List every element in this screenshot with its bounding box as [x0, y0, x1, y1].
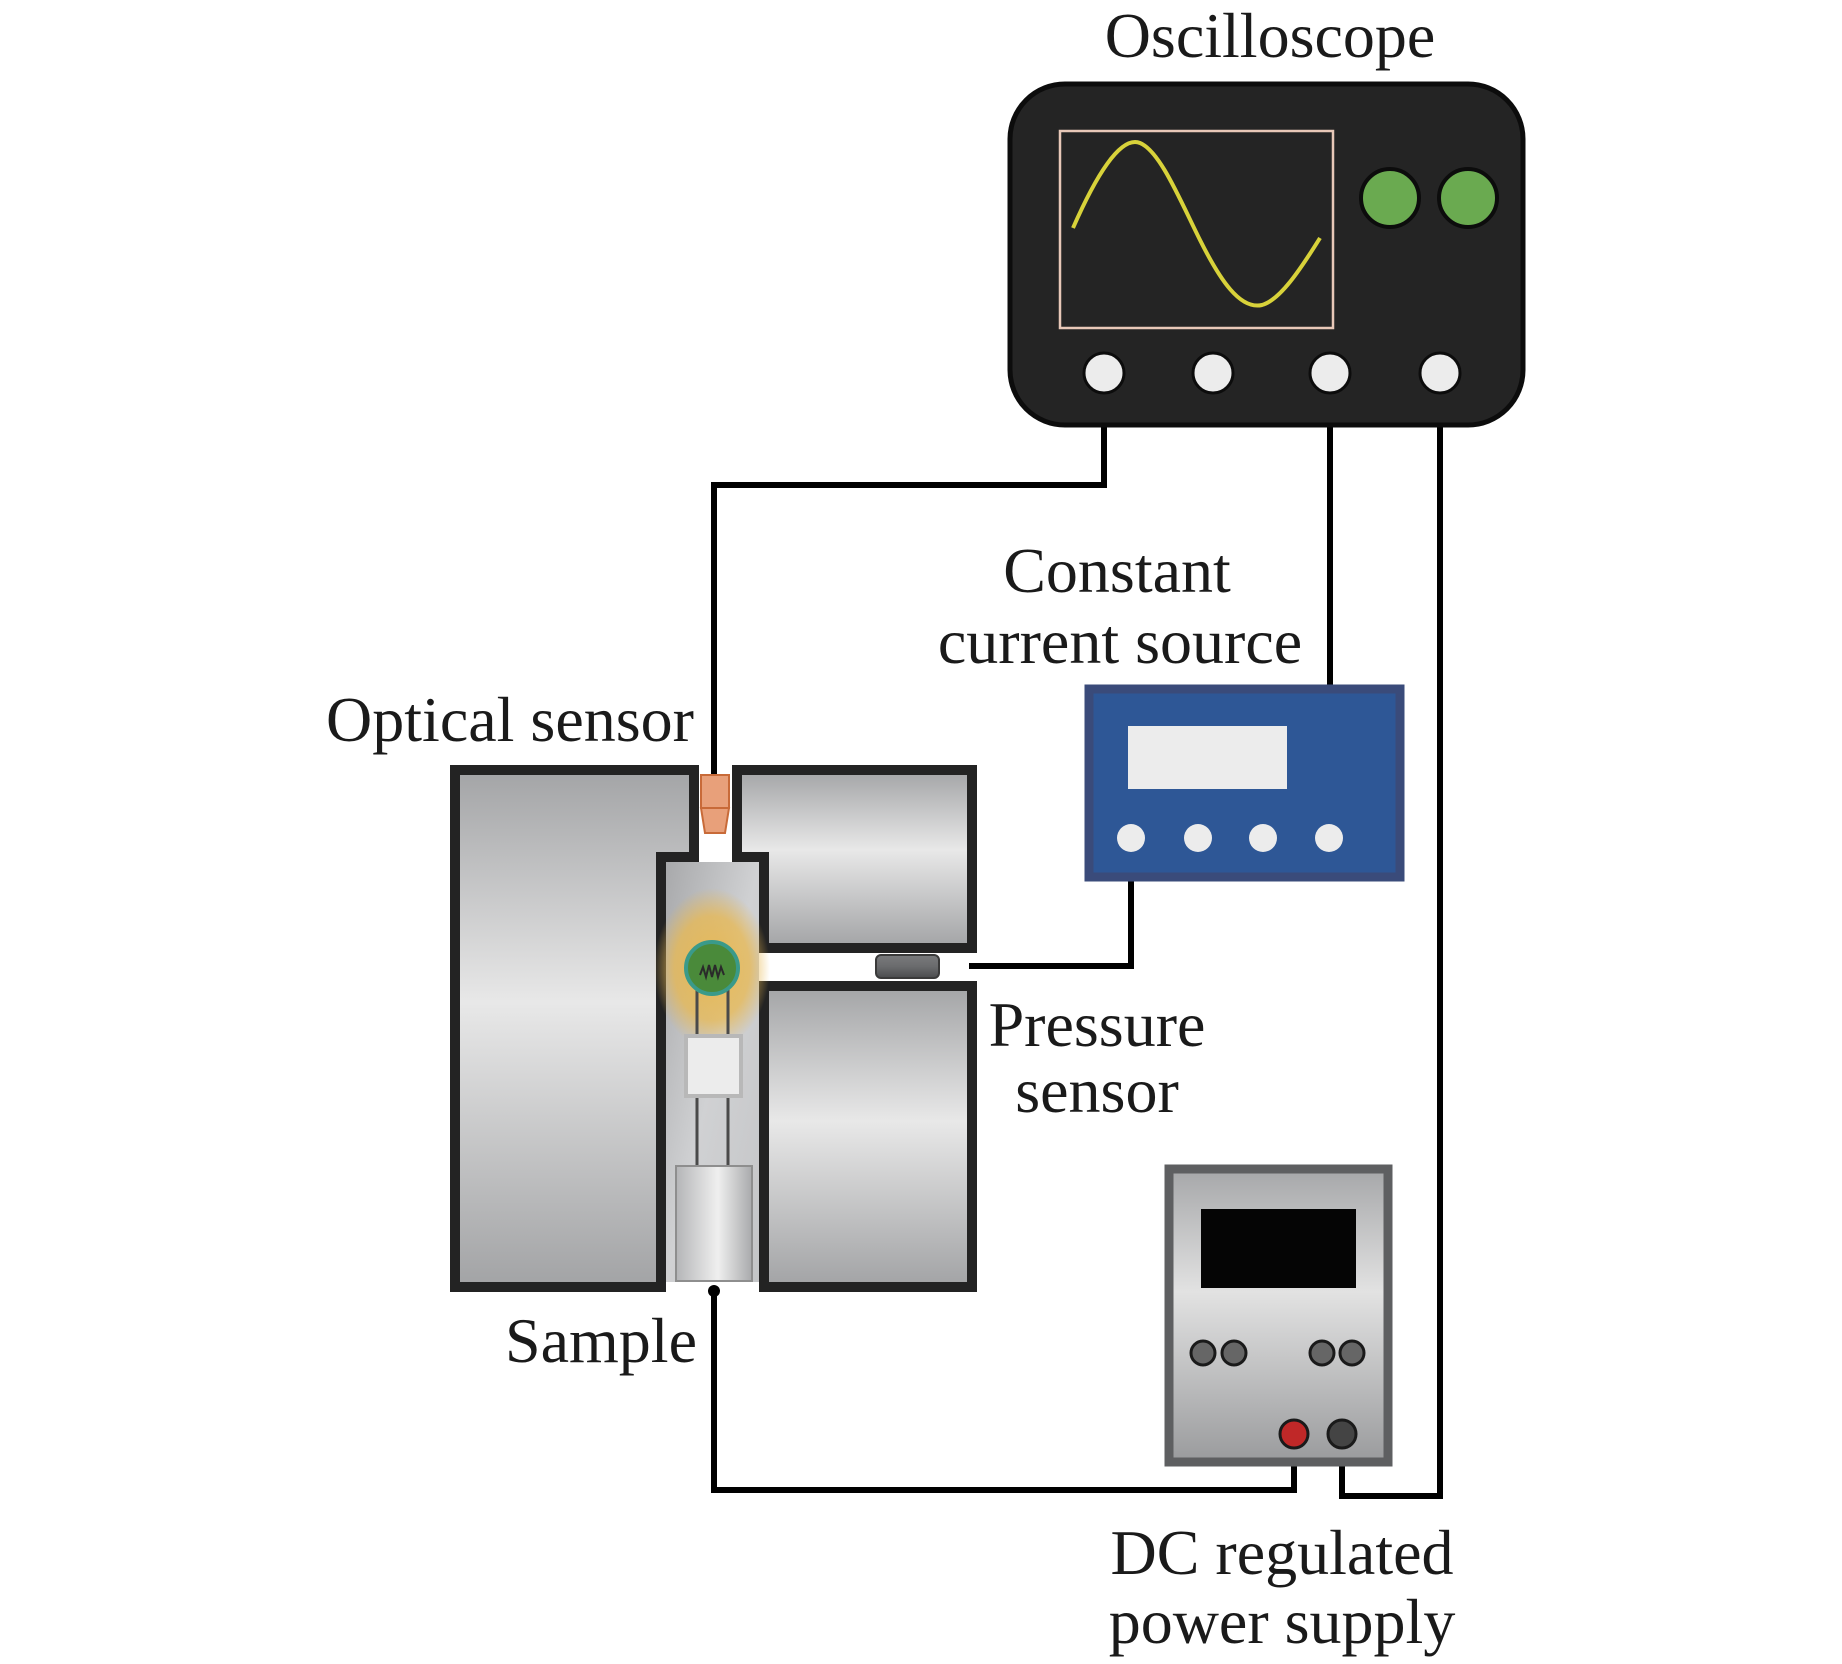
filament-icon	[699, 963, 725, 981]
negative-terminal-icon[interactable]	[1326, 1418, 1358, 1450]
sample-holder	[684, 1034, 743, 1098]
power-supply-label-line1: DC regulated	[1111, 1517, 1454, 1588]
sine-wave-trace	[1071, 140, 1322, 308]
pressure-sensor[interactable]	[875, 954, 940, 979]
sample-cylinder	[675, 1165, 753, 1282]
power-supply-knob[interactable]	[1220, 1339, 1248, 1367]
sample-chamber: Optical sensor Pressure sensor Sample	[326, 684, 1205, 1376]
power-supply-knob[interactable]	[1189, 1339, 1217, 1367]
oscilloscope-channel-1-port[interactable]	[1082, 351, 1126, 395]
constant-current-source[interactable]: Constant current source	[938, 535, 1405, 882]
power-supply-display	[1201, 1209, 1356, 1288]
pressure-sensor-label-line2: sensor	[1015, 1055, 1179, 1126]
current-source-label-line2: current source	[938, 606, 1302, 677]
oscilloscope-label: Oscilloscope	[1105, 0, 1436, 71]
oscilloscope-channel-3-port[interactable]	[1308, 351, 1352, 395]
current-source-knob[interactable]	[1117, 824, 1145, 852]
power-supply-label-line2: power supply	[1109, 1586, 1456, 1657]
indicator-light-icon	[1437, 167, 1499, 229]
chamber-right-top-block	[732, 765, 977, 953]
oscilloscope-channel-2-port[interactable]	[1191, 351, 1235, 395]
indicator-light-icon	[1359, 167, 1421, 229]
pressure-sensor-label-line1: Pressure	[989, 989, 1206, 1060]
wire-current-source-to-pressure-sensor	[938, 845, 1134, 969]
current-source-display	[1128, 726, 1287, 789]
positive-terminal-icon[interactable]	[1278, 1418, 1310, 1450]
optical-sensor[interactable]	[699, 774, 731, 834]
current-source-knob[interactable]	[1315, 824, 1343, 852]
optical-sensor-lens	[699, 807, 731, 834]
power-supply-knob[interactable]	[1308, 1339, 1336, 1367]
chamber-right-bottom-block	[759, 981, 977, 1292]
current-source-knob[interactable]	[1184, 824, 1212, 852]
oscilloscope[interactable]: Oscilloscope	[1007, 0, 1526, 428]
wire-oscilloscope-to-power-supply	[1339, 393, 1443, 1499]
optical-sensor-body	[700, 774, 730, 809]
current-source-knob[interactable]	[1249, 824, 1277, 852]
sample-label: Sample	[505, 1305, 697, 1376]
optical-sensor-label: Optical sensor	[326, 684, 694, 755]
sample-contact-point	[708, 1285, 720, 1297]
power-supply-knob[interactable]	[1338, 1339, 1366, 1367]
wire-oscilloscope-to-optical-sensor	[711, 393, 1107, 776]
current-source-label-line1: Constant	[1003, 535, 1231, 606]
oscilloscope-channel-4-port[interactable]	[1418, 351, 1462, 395]
dc-power-supply[interactable]: DC regulated power supply	[1109, 1164, 1456, 1657]
lamp-bulb-icon	[684, 940, 740, 996]
chamber-left-block	[450, 765, 699, 1292]
